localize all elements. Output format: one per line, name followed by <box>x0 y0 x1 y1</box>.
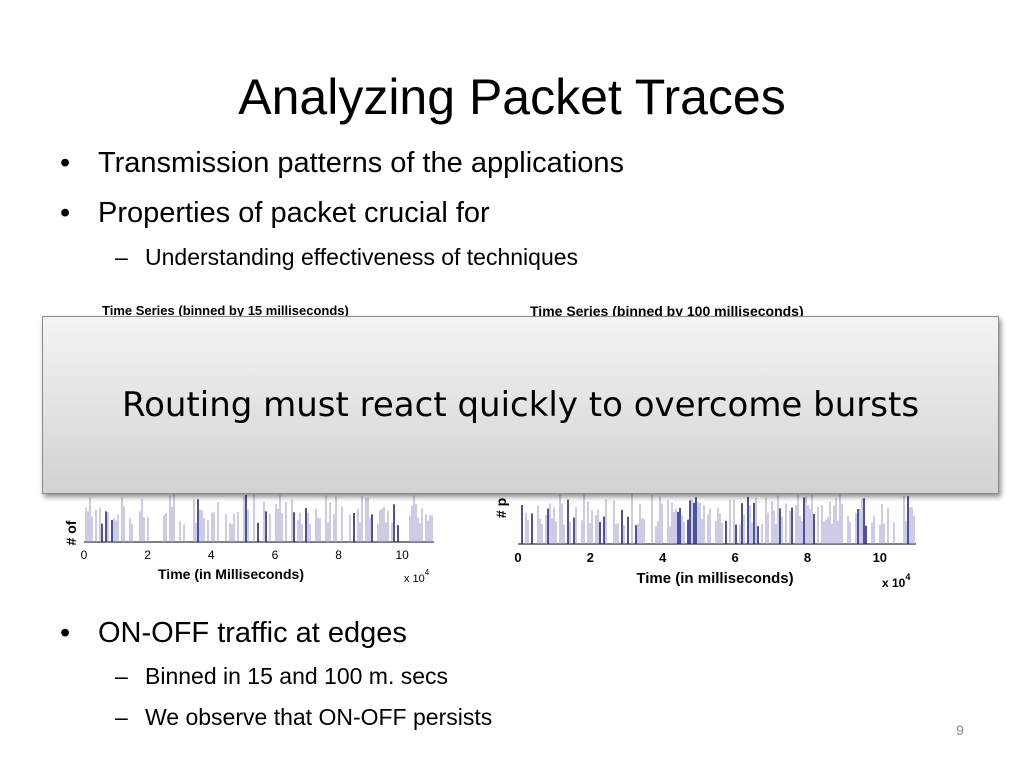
chart-title: Time Series (binned by 100 milliseconds) <box>530 303 804 319</box>
chart-multiplier: x 104 <box>882 572 910 590</box>
chart-xtick-label: 0 <box>514 550 521 565</box>
chart-xticks: 0 2 4 6 8 10 <box>81 548 410 562</box>
dash-marker: – <box>115 244 128 270</box>
page-number: 9 <box>956 722 964 738</box>
sub-bullet-text: Understanding effectiveness of technique… <box>145 244 579 270</box>
chart-xtick-label: 0 <box>81 548 88 562</box>
chart-bars <box>518 494 916 545</box>
bullet-packet-properties: • Properties of packet crucial for <box>60 196 490 230</box>
bullet-on-off-traffic: • ON-OFF traffic at edges <box>60 616 407 650</box>
slide-title: Analyzing Packet Traces <box>238 69 786 125</box>
chart-xtick-label: 10 <box>873 550 887 565</box>
dash-marker: – <box>115 704 128 730</box>
chart-ylabel: # of <box>63 520 79 545</box>
callout-box: Routing must react quickly to overcome b… <box>42 316 999 494</box>
chart-xtick-label: 10 <box>396 548 410 562</box>
sub-bullet-binned: –Binned in 15 and 100 m. secs <box>115 662 448 690</box>
chart-xtick-label: 2 <box>587 550 594 565</box>
sub-bullet-effectiveness: –Understanding effectiveness of techniqu… <box>115 243 578 271</box>
chart-100ms: Time Series (binned by 100 milliseconds)… <box>488 298 928 598</box>
bullet-text: ON-OFF traffic at edges <box>98 617 407 649</box>
sub-bullet-text: Binned in 15 and 100 m. secs <box>145 663 449 689</box>
chart-xtick-label: 6 <box>731 550 738 565</box>
chart-xlabel: Time (in milliseconds) <box>636 570 793 587</box>
chart-xtick-label: 8 <box>804 550 811 565</box>
dash-marker: – <box>115 663 128 689</box>
callout-text: Routing must react quickly to overcome b… <box>121 385 920 425</box>
chart-xticks: 0 2 4 6 8 10 <box>514 550 887 565</box>
chart-xtick-label: 4 <box>659 550 667 565</box>
chart-xlabel: Time (in Milliseconds) <box>158 566 304 582</box>
bullet-text: Properties of packet crucial for <box>98 197 490 229</box>
sub-bullet-persists: –We observe that ON-OFF persists <box>115 703 492 731</box>
bullet-marker: • <box>60 617 71 649</box>
chart-15ms: Time Series (binned by 15 milliseconds) … <box>58 298 448 598</box>
chart-xtick-label: 6 <box>272 548 279 562</box>
sub-bullet-text: We observe that ON-OFF persists <box>145 704 493 730</box>
chart-100ms-svg: Time Series (binned by 100 milliseconds)… <box>493 303 916 590</box>
chart-multiplier: x 104 <box>404 568 430 585</box>
chart-15ms-svg: Time Series (binned by 15 milliseconds) … <box>63 303 434 585</box>
bullet-marker: • <box>60 197 71 229</box>
chart-ylabel: # p <box>493 498 509 518</box>
bullet-text: Transmission patterns of the application… <box>98 147 625 179</box>
bullet-transmission-patterns: • Transmission patterns of the applicatio… <box>60 146 624 180</box>
bullet-marker: • <box>60 147 71 179</box>
chart-xtick-label: 2 <box>144 548 151 562</box>
chart-xtick-label: 8 <box>335 548 342 562</box>
chart-bars <box>84 494 434 543</box>
chart-title: Time Series (binned by 15 milliseconds) <box>102 303 349 318</box>
chart-xtick-label: 4 <box>208 548 215 562</box>
